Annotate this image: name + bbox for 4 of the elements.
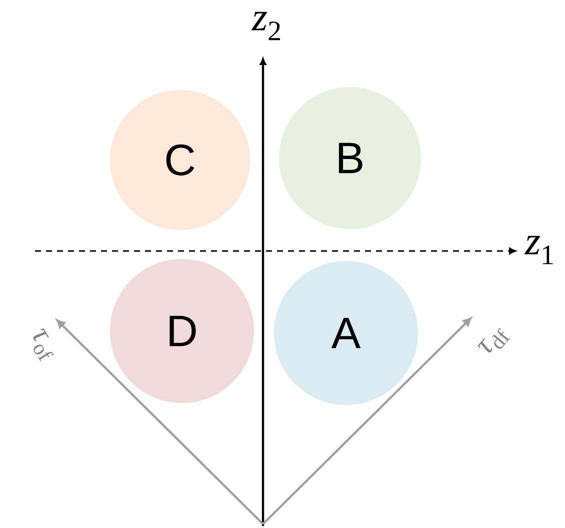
- axis-label: τ$_{df}$: [478, 328, 510, 352]
- axis-label: z$_{1}$: [524, 236, 553, 264]
- axis-label: τ$_{of}$: [33, 328, 54, 362]
- axis-label: z$_{2}$: [252, 12, 280, 40]
